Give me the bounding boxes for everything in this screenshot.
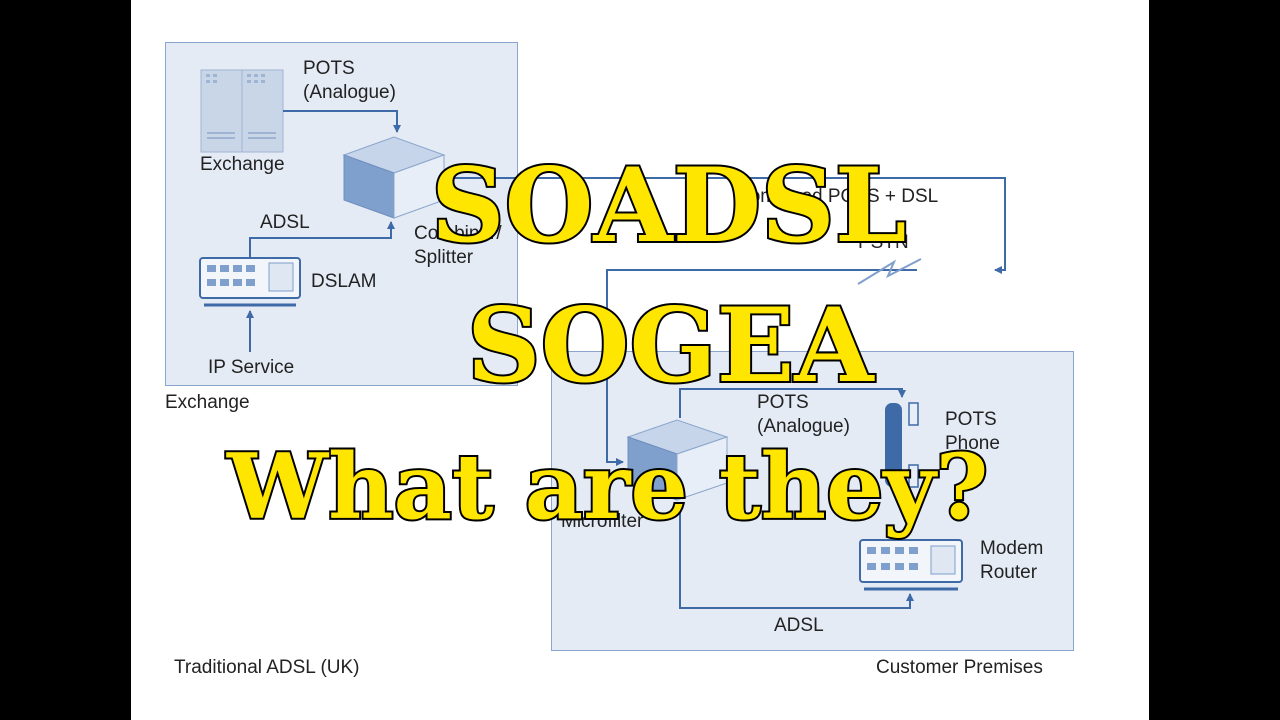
dslam-label: DSLAM xyxy=(311,271,377,292)
pots-phone-line1: POTS xyxy=(945,409,997,430)
modem-router-label: Modem Router xyxy=(980,537,1043,585)
combiner-label-line1: Combiner/ xyxy=(414,223,502,244)
exchange-server-icon xyxy=(200,69,284,153)
exchange-icon-label: Exchange xyxy=(200,154,285,175)
customer-pots-label: POTS (Analogue) xyxy=(757,391,850,439)
combined-line-label: Combined POTS + DSL xyxy=(736,186,939,207)
headline-line2: SOGEA xyxy=(465,286,876,406)
diagram-canvas: POTS (Analogue) Exchange ADSL Combiner/ … xyxy=(131,0,1149,720)
modem-label-line2: Router xyxy=(980,562,1038,583)
pstn-label: PSTN xyxy=(858,232,909,253)
combiner-label-line2: Splitter xyxy=(414,247,474,268)
microfilter-label: Microfilter xyxy=(561,511,644,532)
diagram-graphics xyxy=(199,69,1006,609)
combiner-splitter-icon xyxy=(342,136,446,219)
headline-line1: SOADSL xyxy=(429,146,908,266)
ip-service-label: IP Service xyxy=(208,357,295,378)
adsl-label-exchange: ADSL xyxy=(260,212,310,233)
pots-phone-label: POTS Phone xyxy=(945,408,1000,456)
pots-label: POTS (Analogue) xyxy=(303,57,396,105)
pots-phone-line2: Phone xyxy=(945,433,1000,454)
customer-pots-line1: POTS xyxy=(757,392,809,413)
customer-pots-line2: (Analogue) xyxy=(757,416,850,437)
headline-line3: What are they? xyxy=(225,434,990,540)
footer-right-caption: Customer Premises xyxy=(876,657,1043,678)
pstn-line xyxy=(606,269,917,466)
combined-line xyxy=(444,177,1006,274)
exchange-panel-caption: Exchange xyxy=(165,392,250,413)
modem-router-icon xyxy=(859,539,963,591)
pots-phone-icon xyxy=(885,402,919,488)
pots-label-line1: POTS xyxy=(303,58,355,79)
microfilter-icon xyxy=(626,419,729,501)
modem-label-line1: Modem xyxy=(980,538,1044,559)
adsl-connector xyxy=(249,221,395,257)
customer-adsl-connector xyxy=(679,502,914,609)
pstn-lightning-icon xyxy=(857,258,922,285)
customer-adsl-label: ADSL xyxy=(774,615,824,636)
footer-left-caption: Traditional ADSL (UK) xyxy=(174,657,360,678)
customer-pots-connector xyxy=(679,388,906,418)
customer-premises-panel xyxy=(551,351,1074,651)
pots-connector xyxy=(283,110,401,133)
pots-label-line2: (Analogue) xyxy=(303,82,396,103)
dslam-icon xyxy=(199,257,301,307)
combiner-splitter-label: Combiner/ Splitter xyxy=(414,222,502,270)
